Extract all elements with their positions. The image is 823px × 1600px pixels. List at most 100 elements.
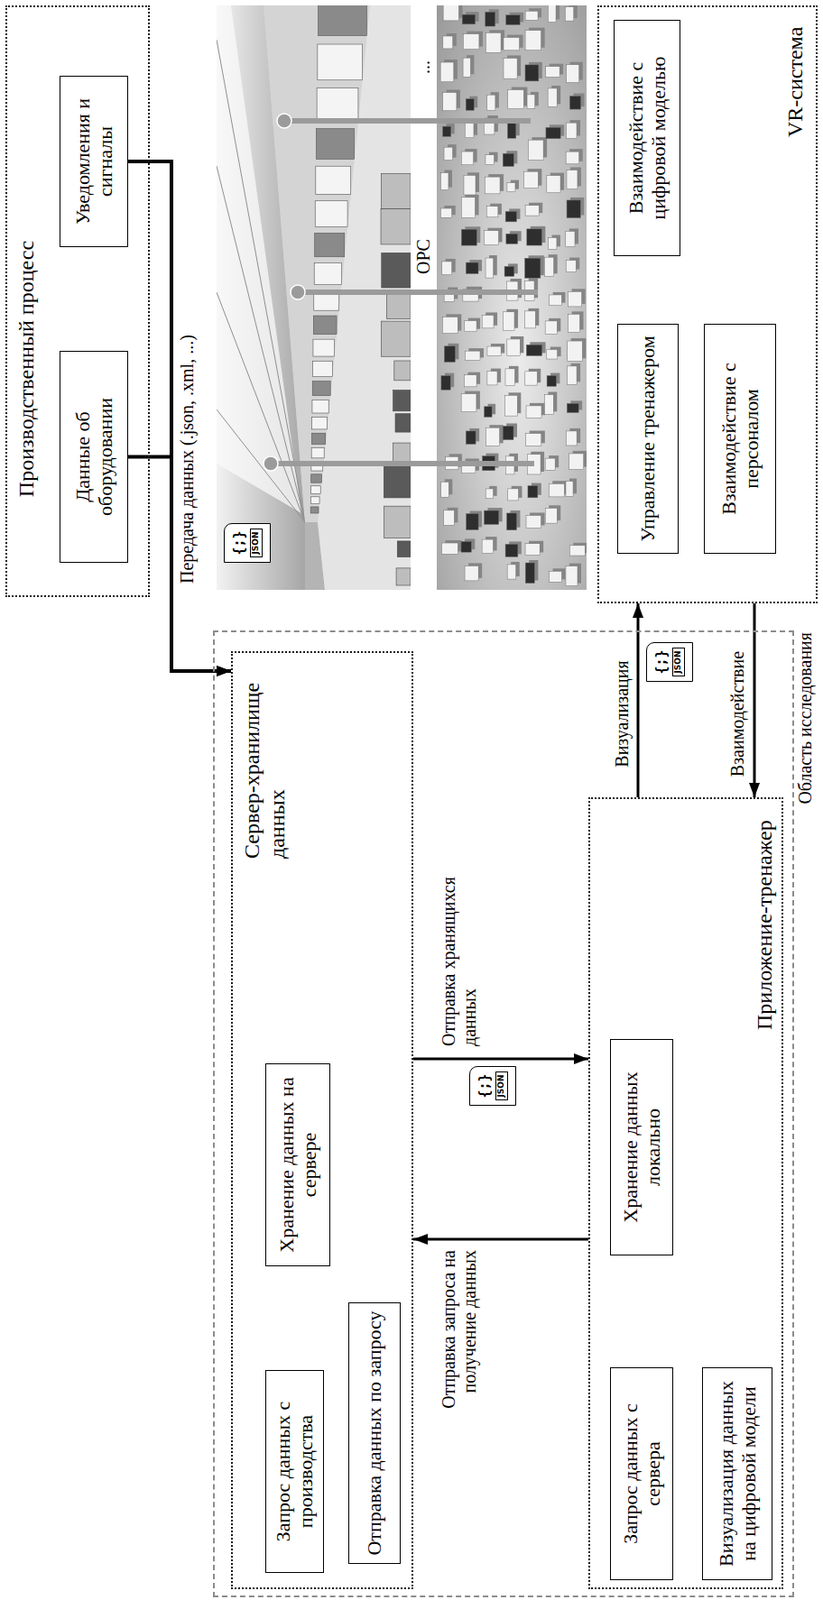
model-block (547, 5, 556, 23)
model-block (443, 510, 455, 526)
machine-shape (380, 321, 411, 357)
group-title: Приложение-тренажер (752, 813, 778, 1031)
model-block (463, 175, 476, 195)
process-box: Взаимодействие с персоналом (703, 323, 777, 555)
machine-shape (311, 474, 323, 483)
group-title: VR-система (783, 10, 809, 138)
model-block (443, 92, 457, 111)
model-block (545, 257, 555, 277)
process-box: Запрос данных с сервера (610, 1368, 674, 1582)
model-block (443, 5, 459, 21)
box-label: Визуализация данных на цифровой модели (714, 1374, 761, 1575)
model-block (567, 366, 578, 385)
box-label: Данные об оборудовании (71, 357, 118, 557)
model-block (549, 295, 563, 306)
model-block (464, 123, 474, 139)
machine-shape (383, 465, 411, 499)
process-box: Уведомления и сигналы (59, 75, 129, 248)
model-block (546, 175, 561, 194)
model-block (485, 11, 496, 27)
machine-shape (311, 486, 322, 495)
box-label: Управление тренажером (636, 335, 659, 542)
process-box: Взаимодействие с цифровой моделью (613, 19, 681, 257)
model-block (564, 6, 574, 21)
model-block (524, 311, 536, 329)
machine-shape (310, 507, 319, 514)
model-block (466, 514, 480, 531)
edge-label-holder: Отправка запроса на получение данных (438, 1248, 481, 1450)
digital-model-render (436, 5, 587, 591)
model-block (546, 350, 558, 361)
server-group: Сервер-хранилище данныхЗапрос данных с п… (231, 651, 414, 1591)
model-block (565, 151, 580, 165)
machine-shape (394, 360, 411, 381)
edge-label-holder: Отправка хранящихся данных (438, 863, 481, 1049)
process-box: Хранение данных на сервере (265, 1063, 331, 1267)
model-block (464, 565, 479, 582)
model-block (527, 139, 544, 160)
model-block (481, 314, 494, 328)
model-block (507, 183, 516, 193)
edge-label-holder: Визуализация (611, 635, 633, 794)
model-block (502, 425, 514, 440)
edge-label: Взаимодействие (727, 649, 749, 779)
model-block (526, 434, 542, 447)
model-block (566, 122, 578, 139)
model-block (441, 376, 451, 391)
model-block (463, 375, 477, 388)
group-title: Сервер-хранилище данных (240, 678, 290, 860)
model-block (443, 36, 454, 49)
machine-shape (314, 262, 342, 285)
model-block (483, 510, 499, 525)
model-block (461, 197, 475, 219)
model-block (443, 147, 454, 160)
machine-shape (318, 5, 368, 37)
model-block (569, 545, 585, 556)
model-block (486, 206, 499, 218)
machine-shape (397, 541, 411, 558)
edge-label-holder: Передача данных (.json, .xml, ...) (176, 251, 198, 586)
model-block (526, 406, 542, 418)
model-block (506, 233, 518, 244)
model-block (525, 371, 537, 386)
model-block (568, 314, 581, 333)
icon-glyph: {;} (477, 1073, 493, 1099)
json-file-icon: {;}JSON (646, 642, 694, 683)
title-holder: Сервер-хранилище данных (240, 678, 290, 860)
app-group: Приложение-тренажерЗапрос данных с серве… (588, 797, 784, 1591)
model-block (566, 169, 578, 189)
model-block (503, 37, 520, 51)
model-block (565, 231, 575, 247)
model-block (505, 544, 518, 557)
model-block (527, 486, 538, 499)
model-block (545, 508, 557, 524)
machine-shape (396, 568, 411, 586)
machine-shape (311, 433, 325, 444)
model-block (502, 153, 514, 167)
model-block (485, 427, 500, 446)
model-block (524, 171, 539, 189)
model-block (461, 151, 473, 166)
model-block (566, 64, 580, 84)
model-block (461, 229, 477, 246)
model-block (485, 32, 501, 53)
model-block (442, 261, 453, 276)
machine-shape (384, 506, 411, 538)
model-block (506, 15, 520, 26)
model-block (464, 321, 477, 333)
model-block (527, 229, 543, 246)
model-block (526, 515, 542, 528)
link-line (270, 461, 535, 467)
research-region: Область исследованияСервер-хранилище дан… (212, 630, 795, 1599)
model-block (441, 481, 450, 498)
link-line (297, 289, 538, 296)
machine-shape (312, 381, 331, 397)
model-block (440, 62, 454, 83)
model-block (465, 431, 476, 444)
model-block (441, 543, 458, 555)
json-file-icon: {;}JSON (223, 523, 271, 564)
model-block (484, 406, 492, 418)
model-block (461, 394, 477, 413)
model-block (545, 66, 560, 78)
